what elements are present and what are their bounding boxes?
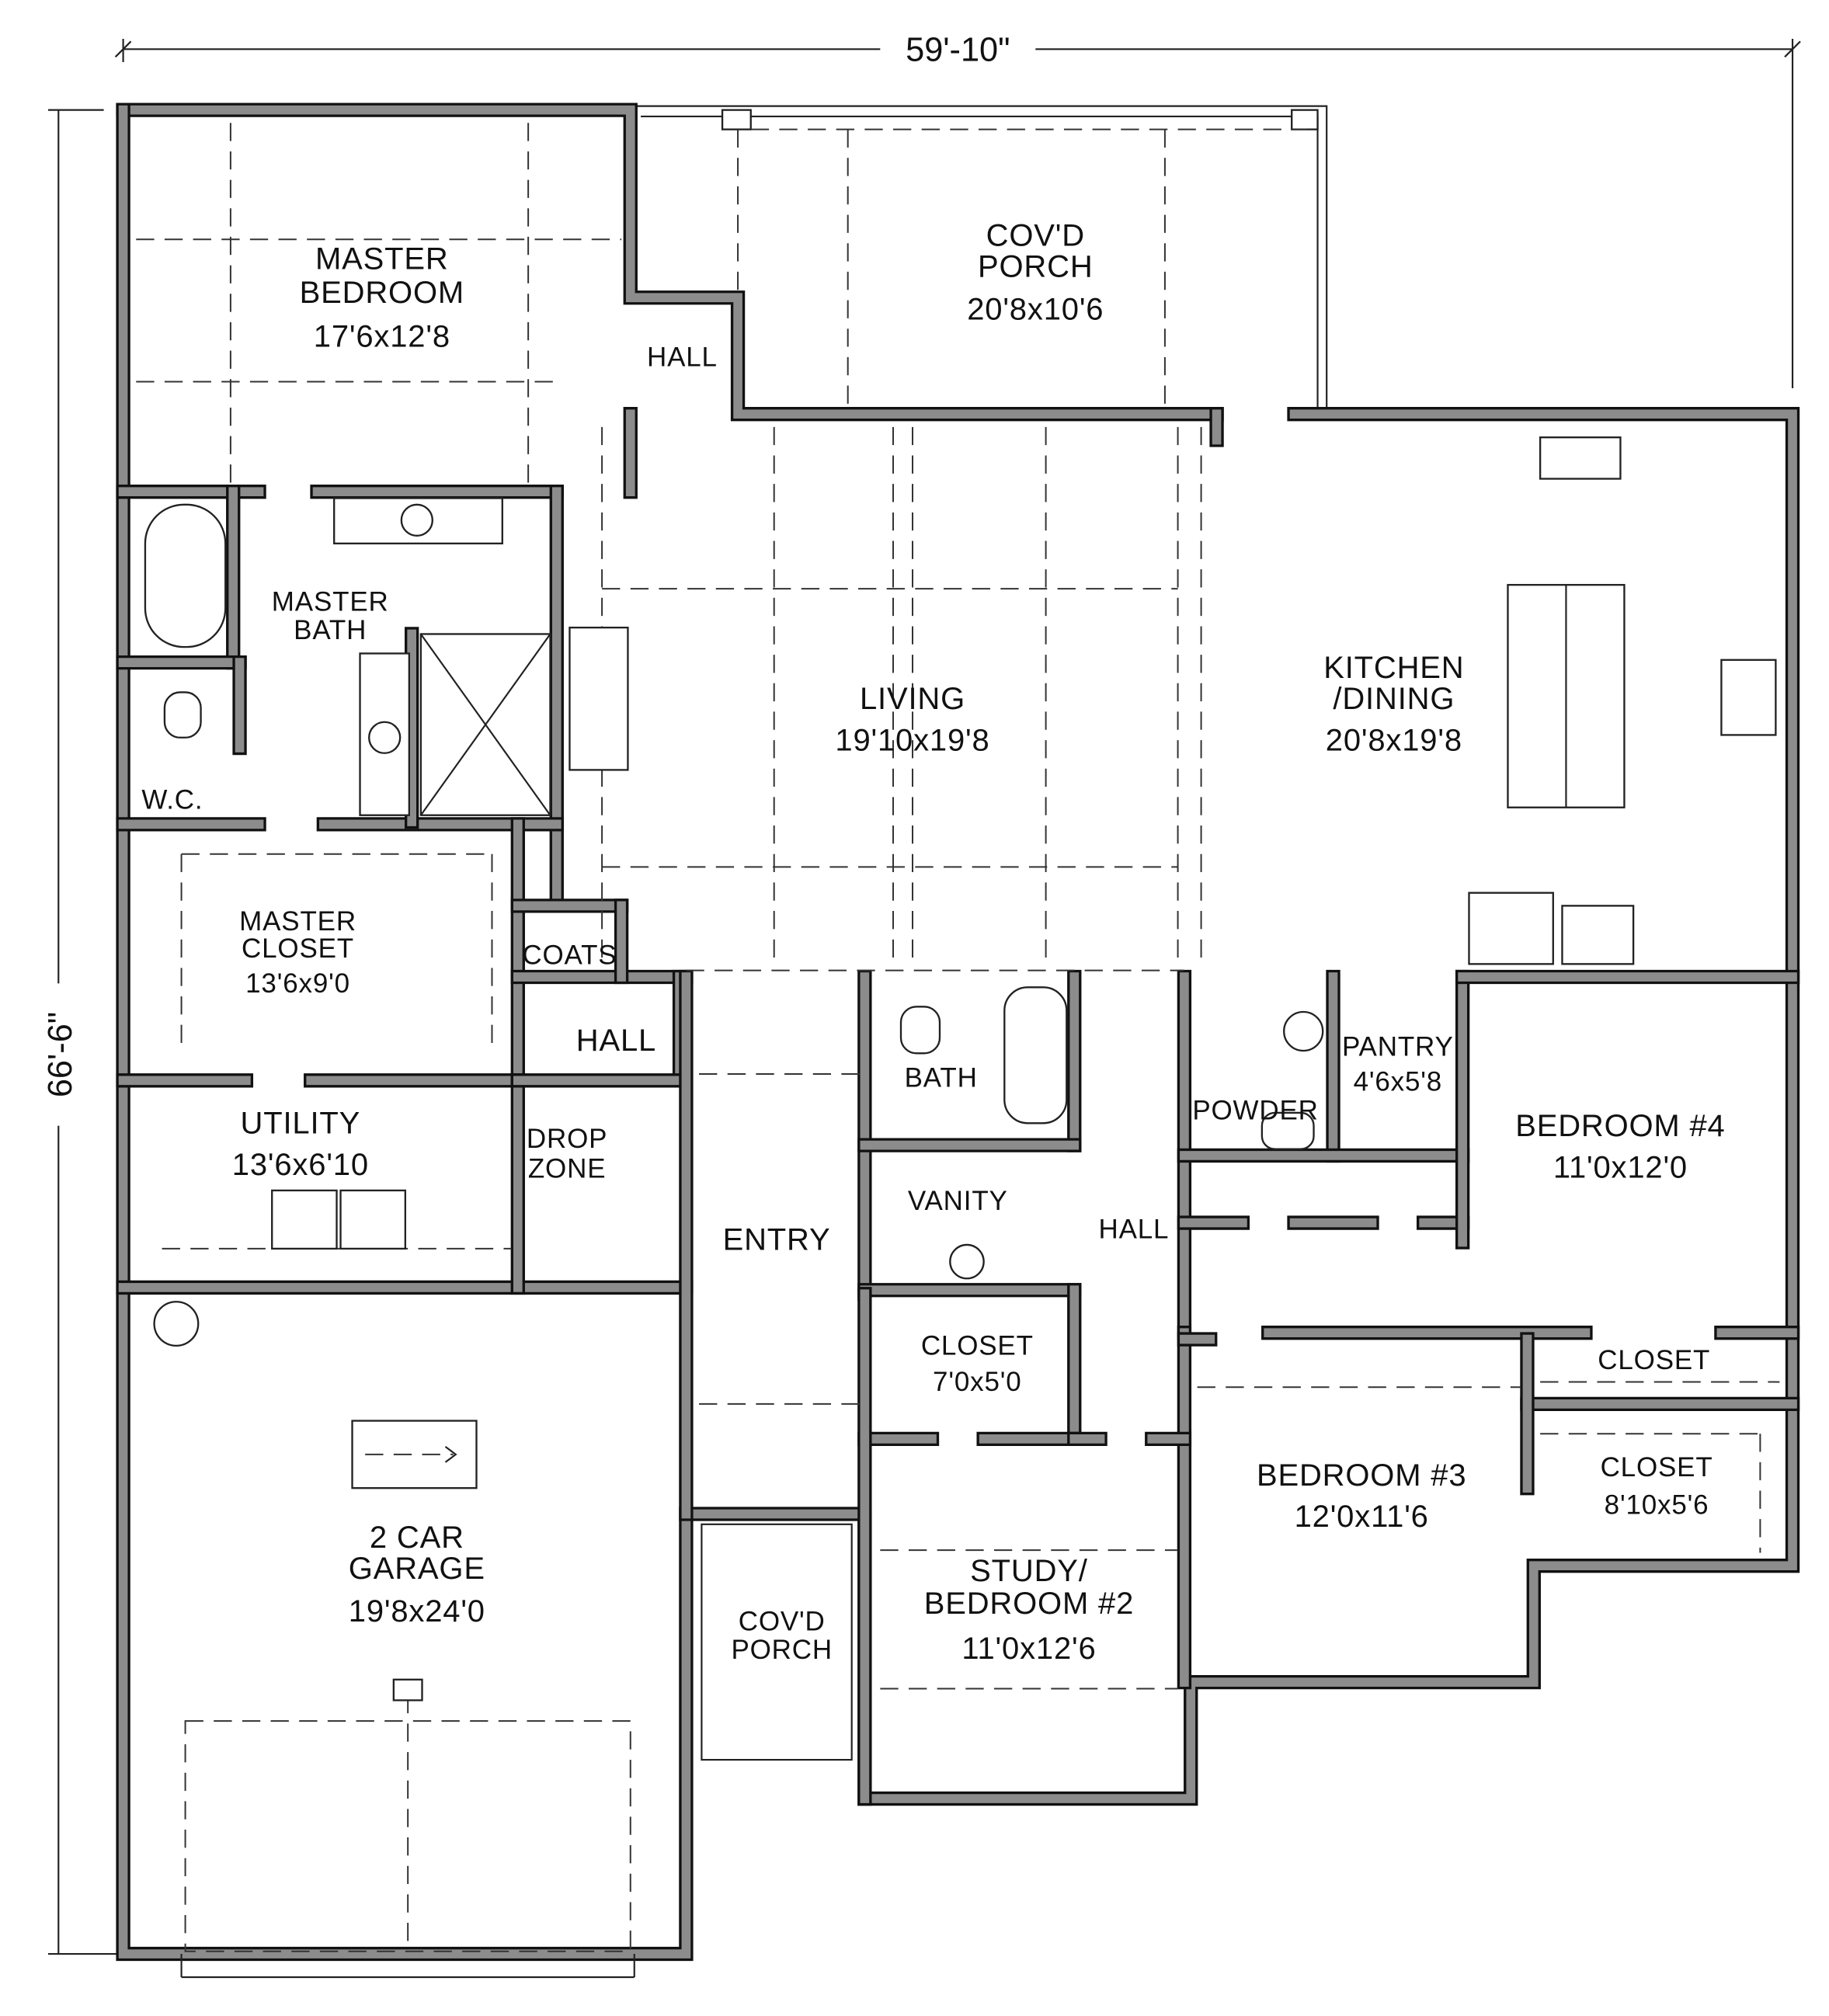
rear-porch-outline	[630, 105, 1328, 412]
bedroom4-size: 11'0x12'0	[1553, 1150, 1688, 1184]
exterior-wall	[118, 105, 1797, 1959]
room-labels: MASTER BEDROOM 17'6x12'8 HALL COV'D PORC…	[141, 219, 1725, 1667]
fridge-icon	[1468, 892, 1554, 965]
master-bath-label: MASTER	[272, 586, 389, 617]
kitchen-label: KITCHEN	[1323, 651, 1464, 685]
pantry-size: 4'6x5'8	[1354, 1067, 1443, 1097]
master-closet-label: CLOSET	[242, 933, 354, 964]
fireplace-icon	[569, 626, 629, 771]
pantry-label: PANTRY	[1342, 1032, 1454, 1062]
range-icon	[1720, 659, 1777, 736]
porch-outline	[701, 1523, 853, 1761]
rear-porch-label: PORCH	[978, 250, 1094, 284]
sink-icon	[400, 503, 433, 537]
kitchen-size: 20'8x19'8	[1326, 723, 1462, 757]
sink-icon	[1283, 1010, 1324, 1052]
utility-label: UTILITY	[241, 1107, 361, 1141]
drop-zone-label: DROP	[527, 1124, 607, 1154]
depth-dimension-label: 66'-6"	[42, 1012, 79, 1097]
bathtub-icon	[1003, 986, 1068, 1124]
closet-label: CLOSET	[921, 1331, 1034, 1361]
study-size: 11'0x12'6	[961, 1632, 1096, 1666]
living-label: LIVING	[860, 682, 965, 716]
dimension-depth: 66'-6"	[42, 109, 117, 1955]
dimension-width: 59'-10"	[114, 31, 1801, 388]
garage-label: GARAGE	[349, 1552, 485, 1586]
front-porch-label: COV'D	[739, 1606, 826, 1636]
fridge-icon	[1561, 905, 1635, 965]
rear-porch-label: COV'D	[986, 219, 1085, 253]
coats-label: COATS	[522, 940, 617, 970]
toilet-icon	[163, 691, 202, 739]
sink-icon	[949, 1243, 985, 1280]
exterior-wall	[118, 105, 1222, 419]
drop-zone-label: ZONE	[528, 1153, 607, 1184]
exterior-wall	[116, 103, 1800, 1962]
toilet-icon	[1260, 1111, 1315, 1150]
walls	[116, 103, 1800, 1962]
master-bath-label: BATH	[294, 615, 367, 645]
ceiling-lines	[136, 123, 1780, 1690]
master-bedroom-label: MASTER	[315, 242, 449, 276]
bathtub-icon	[144, 503, 227, 648]
bedroom3-label: BEDROOM #3	[1257, 1458, 1466, 1493]
closet-size: 7'0x5'0	[933, 1367, 1022, 1397]
bedroom4-label: BEDROOM #4	[1515, 1109, 1725, 1143]
master-bedroom-size: 17'6x12'8	[314, 320, 450, 354]
entry-label: ENTRY	[723, 1223, 831, 1257]
hall-label: HALL	[576, 1024, 656, 1058]
wc-label: W.C.	[141, 784, 203, 815]
master-bedroom-label: BEDROOM	[300, 276, 464, 310]
closet-size: 8'10x5'6	[1605, 1489, 1709, 1520]
closet-label: CLOSET	[1598, 1345, 1710, 1375]
garage-size: 19'8x24'0	[349, 1594, 485, 1628]
garage-label: 2 CAR	[370, 1521, 464, 1555]
study-label: BEDROOM #2	[924, 1587, 1134, 1621]
rear-porch-size: 20'8x10'6	[967, 293, 1104, 327]
vanity-label: VANITY	[908, 1186, 1008, 1216]
kitchen-sink-icon	[1539, 436, 1622, 480]
toilet-icon	[899, 1006, 941, 1055]
living-size: 19'10x19'8	[835, 723, 989, 757]
utility-size: 13'6x6'10	[232, 1148, 369, 1182]
front-porch-label: PORCH	[731, 1635, 833, 1665]
dryer-icon	[339, 1189, 407, 1250]
washer-icon	[271, 1189, 338, 1250]
powder-label: POWDER	[1192, 1095, 1318, 1125]
width-dimension-label: 59'-10"	[906, 31, 1010, 68]
bath-label: BATH	[905, 1063, 978, 1093]
hall-label: HALL	[647, 342, 718, 373]
garage-door	[184, 1720, 631, 1952]
kitchen-label: /DINING	[1333, 682, 1455, 716]
bedroom3-size: 12'0x11'6	[1295, 1500, 1429, 1534]
sink-icon	[368, 721, 402, 754]
water-heater-icon	[153, 1301, 200, 1347]
hall-label: HALL	[1098, 1215, 1169, 1245]
master-closet-size: 13'6x9'0	[245, 968, 350, 999]
study-label: STUDY/	[970, 1554, 1088, 1588]
closet-label: CLOSET	[1601, 1452, 1713, 1482]
fixtures	[144, 436, 1777, 1979]
master-closet-label: MASTER	[239, 906, 356, 937]
